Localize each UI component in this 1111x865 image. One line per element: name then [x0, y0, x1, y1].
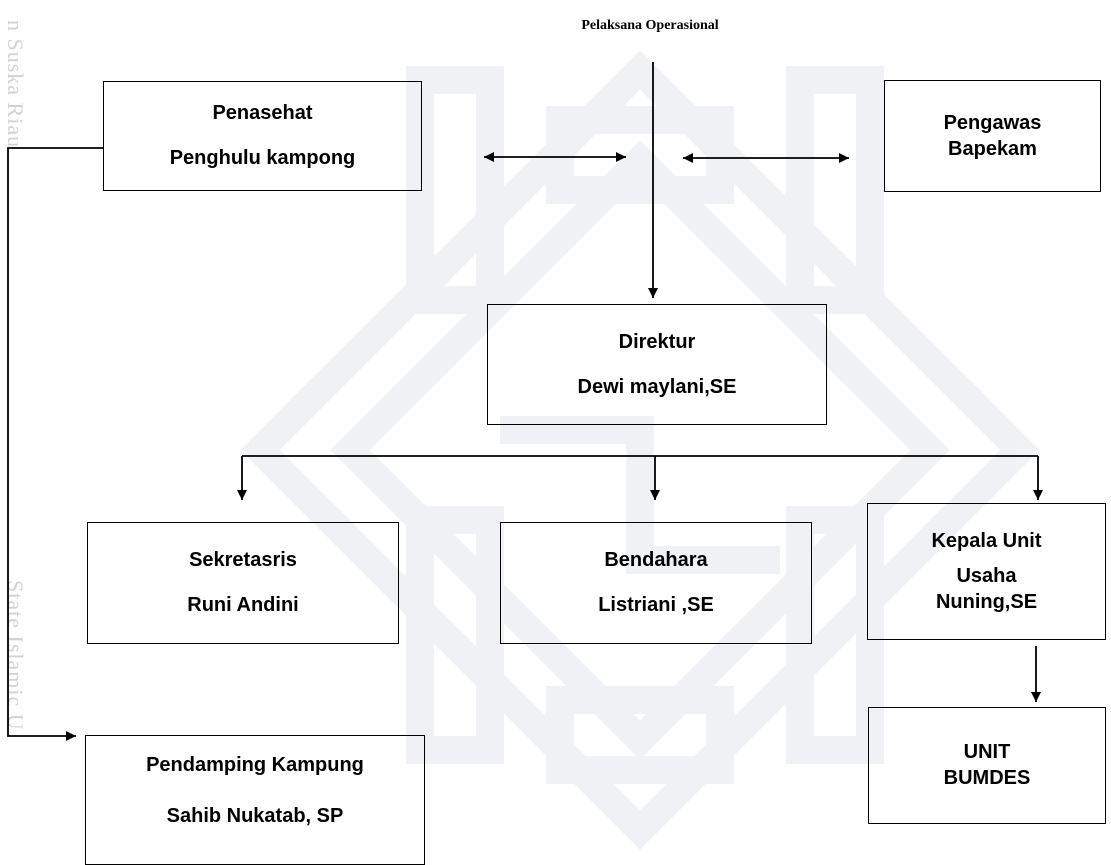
- kepala-unit-box: Kepala Unit Usaha Nuning,SE: [867, 503, 1106, 640]
- bendahara-name: Listriani ,SE: [598, 594, 714, 616]
- pendamping-role: Pendamping Kampung: [146, 754, 364, 776]
- side-watermark-text-top: n Suska Riau: [3, 20, 28, 149]
- unit-bumdes-line1: UNIT: [963, 741, 1011, 763]
- pengawas-role: Pengawas: [943, 111, 1042, 134]
- pengawas-name: Bapekam: [948, 137, 1037, 160]
- pendamping-name: Sahib Nukatab, SP: [166, 805, 344, 827]
- kepala-unit-role-line1: Kepala Unit: [931, 529, 1042, 552]
- direktur-role: Direktur: [618, 330, 696, 353]
- sekretaris-box: Sekretasris Runi Andini: [87, 522, 399, 644]
- penasehat-box: Penasehat Penghulu kampong: [103, 81, 422, 191]
- bendahara-box: Bendahara Listriani ,SE: [500, 522, 812, 644]
- pendamping-box: Pendamping Kampung Sahib Nukatab, SP: [85, 735, 425, 865]
- pengawas-box: Pengawas Bapekam: [884, 80, 1101, 192]
- penasehat-role: Penasehat: [212, 102, 313, 124]
- bendahara-role: Bendahara: [604, 549, 708, 571]
- penasehat-to-pendamping-line: [7, 147, 103, 741]
- direktur-name: Dewi maylani,SE: [577, 375, 737, 398]
- kepala-unit-role-line2: Usaha: [956, 564, 1017, 587]
- sekretaris-role: Sekretasris: [189, 549, 297, 571]
- penasehat-name: Penghulu kampong: [169, 147, 356, 169]
- chart-header: Pelaksana Operasional: [581, 18, 719, 33]
- sekretaris-name: Runi Andini: [187, 594, 299, 616]
- unit-bumdes-line2: BUMDES: [943, 767, 1031, 789]
- direktur-box: Direktur Dewi maylani,SE: [487, 304, 827, 425]
- kepala-unit-name: Nuning,SE: [935, 590, 1038, 613]
- unit-bumdes-box: UNIT BUMDES: [868, 707, 1106, 824]
